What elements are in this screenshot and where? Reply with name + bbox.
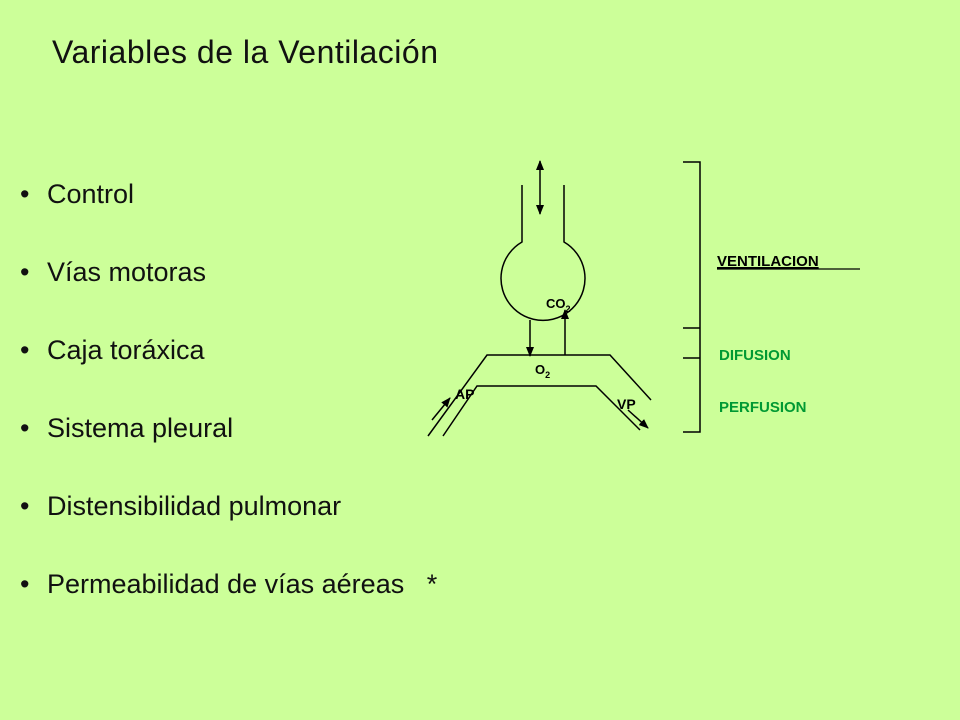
bullet-dot: • xyxy=(20,335,30,365)
bullet-text: Sistema pleural xyxy=(47,413,234,443)
bullet-item-control: • Control xyxy=(20,168,437,246)
co2-label: CO2 xyxy=(546,296,571,314)
ap-flow-arrow xyxy=(431,397,451,421)
bullet-text: Caja toráxica xyxy=(47,335,205,365)
difusion-label: DIFUSION xyxy=(719,347,791,364)
ap-label: AP xyxy=(455,386,474,402)
co2-label-sub: 2 xyxy=(566,304,571,314)
vp-label: VP xyxy=(617,396,636,412)
bullet-dot: • xyxy=(20,413,30,443)
bullet-dot: • xyxy=(20,179,30,209)
bullet-list: • Control • Vías motoras • Caja toráxica… xyxy=(20,168,437,636)
bullet-item-sistema-pleural: • Sistema pleural xyxy=(20,402,437,480)
o2-label-sub: 2 xyxy=(545,370,550,380)
bullet-item-vias-motoras: • Vías motoras xyxy=(20,246,437,324)
ventilacion-label: VENTILACION xyxy=(717,253,819,270)
bullet-dot: • xyxy=(20,257,30,287)
o2-label: O2 xyxy=(535,362,550,380)
co2-label-main: CO xyxy=(546,296,566,311)
capillary-outer-wall xyxy=(427,354,652,437)
bullet-item-caja-toraxica: • Caja toráxica xyxy=(20,324,437,402)
bullet-item-distensibilidad: • Distensibilidad pulmonar xyxy=(20,480,437,558)
bullet-text: Vías motoras xyxy=(47,257,207,287)
ventilacion-bracket xyxy=(683,161,701,433)
o2-label-main: O xyxy=(535,362,545,377)
perfusion-label: PERFUSION xyxy=(719,399,807,416)
vp-flow-arrow xyxy=(627,409,649,429)
bullet-dot: • xyxy=(20,491,30,521)
slide-title: Variables de la Ventilación xyxy=(52,34,439,70)
bullet-dot: • xyxy=(20,569,30,599)
capillary-inner-wall xyxy=(442,385,641,437)
bullet-text: Distensibilidad pulmonar xyxy=(47,491,342,521)
bullet-text: Control xyxy=(47,179,135,209)
bullet-item-permeabilidad: • Permeabilidad de vías aéreas * xyxy=(20,558,437,636)
alveolus-outline xyxy=(500,185,586,322)
bullet-text: Permeabilidad de vías aéreas * xyxy=(47,569,438,599)
